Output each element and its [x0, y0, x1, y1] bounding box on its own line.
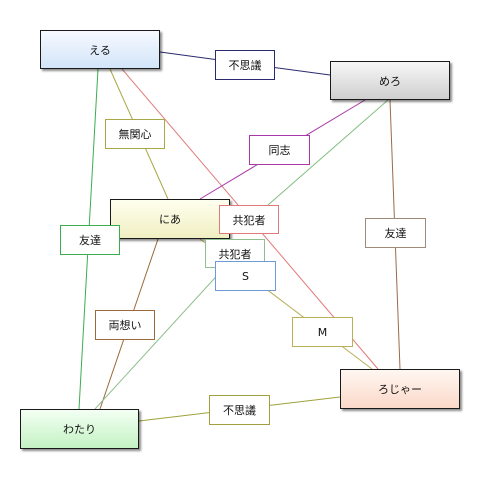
edge-label-ryouomoi[interactable]: 両想い	[95, 310, 155, 340]
edge-label-fushigi-2[interactable]: 不思議	[209, 395, 270, 425]
edge-label-mukanshin[interactable]: 無関心	[105, 119, 165, 149]
edge-mero-kyohan	[267, 99, 389, 206]
node-nia-label: にあ	[159, 213, 181, 226]
node-mero[interactable]: めろ	[330, 61, 450, 100]
node-roja[interactable]: ろじゃー	[340, 369, 460, 409]
node-watari[interactable]: わたり	[20, 409, 139, 449]
node-eru-label: える	[89, 43, 111, 57]
node-watari-label: わたり	[63, 423, 96, 436]
edge-label-fushigi-1[interactable]: 不思議	[215, 50, 275, 80]
edge-label-tomo-2[interactable]: 友達	[365, 218, 426, 248]
edge-label-tomo-1[interactable]: 友達	[60, 225, 120, 255]
node-eru[interactable]: える	[40, 30, 160, 69]
node-roja-label: ろじゃー	[378, 383, 422, 396]
node-mero-label: めろ	[379, 74, 401, 88]
edge-watari-s	[94, 267, 225, 410]
edge-label-kyohan-1[interactable]: 共犯者	[219, 205, 279, 234]
edge-label-m[interactable]: M	[292, 317, 353, 347]
edge-label-doushi[interactable]: 同志	[249, 135, 310, 165]
edge-label-s[interactable]: S	[215, 261, 276, 291]
node-nia[interactable]: にあ	[110, 199, 230, 239]
